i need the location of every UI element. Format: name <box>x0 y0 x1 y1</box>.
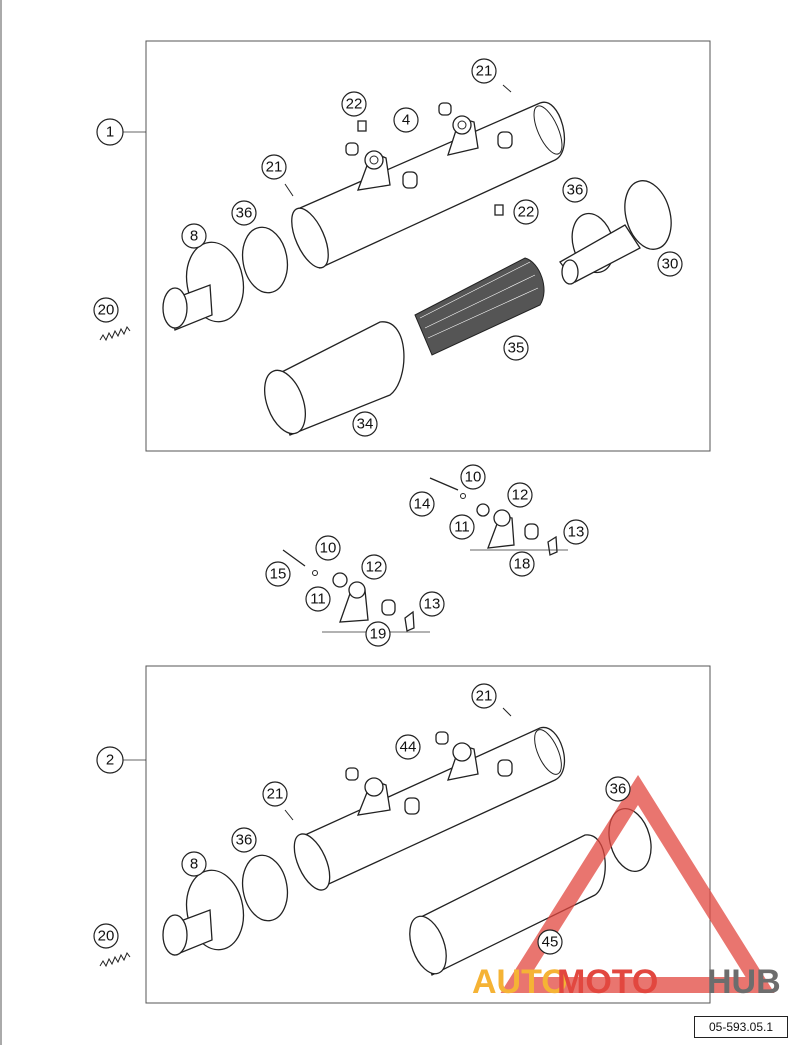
svg-text:21: 21 <box>476 688 493 705</box>
watermark-moto: MOTO <box>557 963 658 1001</box>
svg-text:35: 35 <box>508 340 525 357</box>
callout-44: 44 <box>395 734 421 760</box>
callout-11-b: 11 <box>305 586 331 612</box>
callout-10-b: 10 <box>315 535 341 561</box>
callout-21-b: 21 <box>261 154 287 180</box>
svg-text:10: 10 <box>465 469 482 486</box>
watermark-logo: AUTO MOTO HUB <box>472 963 781 1001</box>
end-cap-top <box>162 241 245 331</box>
silencer-body-top <box>291 101 566 269</box>
svg-text:13: 13 <box>424 596 441 613</box>
callout-30: 30 <box>657 251 683 277</box>
wool-insert-top <box>264 321 405 436</box>
rivets-top <box>284 84 512 216</box>
callout-13-a: 13 <box>563 519 589 545</box>
callout-8-a: 8 <box>181 223 207 249</box>
svg-text:22: 22 <box>346 96 363 113</box>
svg-text:44: 44 <box>400 739 417 756</box>
callout-22-b: 22 <box>513 199 539 225</box>
svg-text:15: 15 <box>270 566 287 583</box>
svg-text:20: 20 <box>98 928 115 945</box>
gasket-ring-top-left <box>241 226 289 294</box>
reference-code: 05-593.05.1 <box>694 1016 788 1038</box>
svg-text:11: 11 <box>454 519 470 536</box>
callout-36-a: 36 <box>231 200 257 226</box>
watermark-auto: AUTO <box>472 963 568 1001</box>
silencer-body-bottom <box>293 727 566 891</box>
callout-20-b: 20 <box>93 923 119 949</box>
mounting-hardware-lower <box>282 549 430 633</box>
callout-36-c: 36 <box>231 827 257 853</box>
svg-text:12: 12 <box>366 559 383 576</box>
svg-text:1: 1 <box>106 124 114 141</box>
callout-45: 45 <box>537 929 563 955</box>
svg-text:45: 45 <box>542 934 559 951</box>
svg-text:22: 22 <box>518 204 535 221</box>
callout-8-b: 8 <box>181 851 207 877</box>
callout-2: 2 <box>96 746 124 774</box>
callout-21-c: 21 <box>471 683 497 709</box>
gasket-ring-bottom-left <box>241 854 289 922</box>
svg-text:34: 34 <box>357 416 374 433</box>
svg-text:36: 36 <box>236 205 253 222</box>
svg-text:12: 12 <box>512 487 529 504</box>
callout-36-d: 36 <box>605 776 631 802</box>
svg-text:19: 19 <box>370 626 387 643</box>
mounting-hardware-upper <box>429 477 568 556</box>
svg-text:14: 14 <box>414 496 431 513</box>
watermark-triangle <box>500 774 775 993</box>
callout-35: 35 <box>503 335 529 361</box>
callout-10-a: 10 <box>460 464 486 490</box>
callout-20-a: 20 <box>93 297 119 323</box>
spring-top <box>99 326 131 342</box>
callout-13-b: 13 <box>419 591 445 617</box>
svg-text:20: 20 <box>98 302 115 319</box>
callout-22-a: 22 <box>341 91 367 117</box>
callout-14: 14 <box>409 491 435 517</box>
packing-mat <box>414 257 545 356</box>
svg-text:21: 21 <box>267 786 284 803</box>
svg-text:4: 4 <box>402 112 410 129</box>
svg-text:2: 2 <box>106 752 114 769</box>
svg-text:30: 30 <box>662 256 679 273</box>
svg-text:13: 13 <box>568 524 585 541</box>
callout-36-b: 36 <box>562 177 588 203</box>
callout-11-a: 11 <box>449 514 475 540</box>
callout-18: 18 <box>509 551 535 577</box>
callout-19: 19 <box>365 621 391 647</box>
svg-text:21: 21 <box>476 63 493 80</box>
callout-15: 15 <box>265 561 291 587</box>
callout-1: 1 <box>96 118 124 146</box>
svg-text:18: 18 <box>514 556 531 573</box>
callout-34: 34 <box>352 411 378 437</box>
end-cap-pipe <box>559 180 672 285</box>
callout-21-a: 21 <box>471 58 497 84</box>
svg-text:10: 10 <box>320 540 337 557</box>
callout-4: 4 <box>393 107 419 133</box>
svg-text:36: 36 <box>567 182 584 199</box>
end-cap-bottom <box>162 869 245 956</box>
svg-text:36: 36 <box>610 781 627 798</box>
svg-text:8: 8 <box>190 856 198 873</box>
watermark-hub: HUB <box>707 963 781 1001</box>
top-assembly-frame <box>145 40 711 452</box>
svg-text:36: 36 <box>236 832 253 849</box>
svg-text:21: 21 <box>266 159 283 176</box>
wool-insert-bottom <box>409 834 606 976</box>
svg-text:11: 11 <box>310 591 326 608</box>
callout-21-d: 21 <box>262 781 288 807</box>
bottom-assembly-frame <box>145 665 711 1004</box>
callout-12-a: 12 <box>507 482 533 508</box>
callout-12-b: 12 <box>361 554 387 580</box>
svg-text:8: 8 <box>190 228 198 245</box>
spring-bottom <box>99 952 131 968</box>
